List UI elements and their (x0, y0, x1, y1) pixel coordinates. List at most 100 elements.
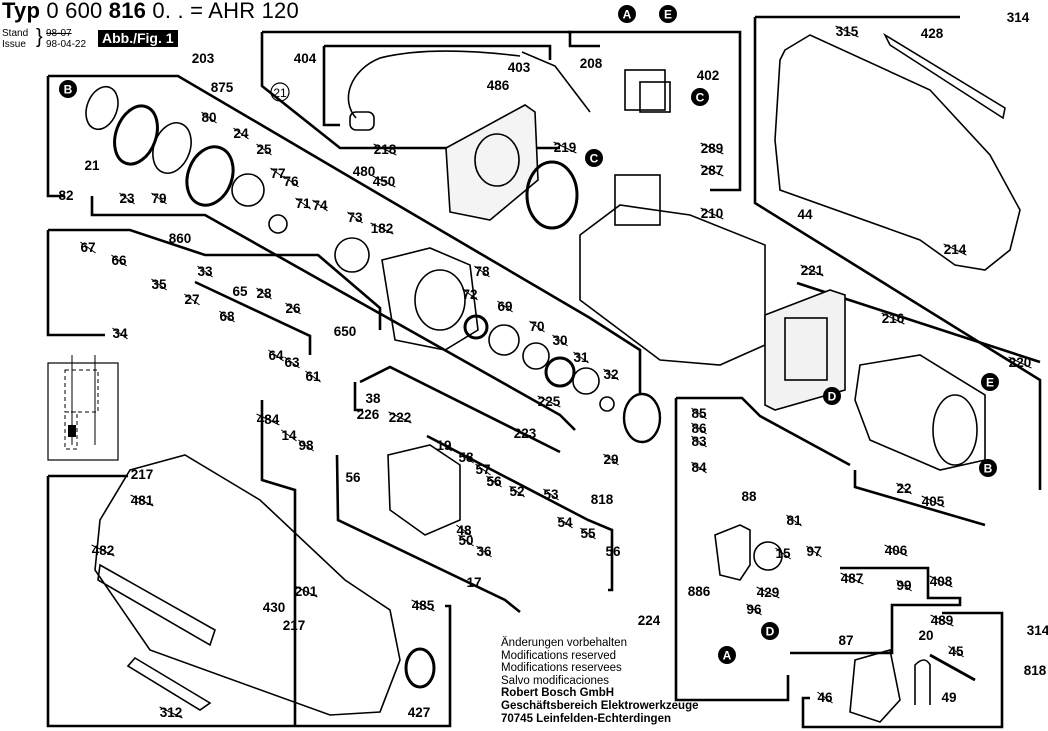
issue-label: Issue (2, 39, 26, 50)
strike-mark (80, 241, 96, 254)
strike-mark (948, 645, 964, 658)
svg-text:A: A (723, 649, 732, 663)
ring-219 (525, 160, 579, 230)
part-label-20: 20 (918, 628, 933, 643)
part-label-486: 486 (487, 78, 510, 93)
motor-end (932, 394, 978, 466)
strike-mark (603, 453, 619, 466)
strike-mark (219, 310, 235, 323)
part-label-427: 427 (408, 705, 431, 720)
seal-plate-218 (445, 104, 539, 221)
part-label-203: 203 (192, 51, 215, 66)
strike-mark (603, 368, 619, 381)
connector-D-motor: D (823, 387, 841, 405)
part-label-82: 82 (58, 188, 73, 203)
circled-label-ring (270, 82, 290, 102)
flange-73 (334, 237, 370, 273)
strike-mark (509, 485, 525, 498)
strike-mark (786, 514, 802, 527)
part-label-224: 224 (638, 613, 661, 628)
frame-inner-33 (194, 280, 312, 355)
frame-226-left (353, 382, 363, 412)
strike-mark (305, 370, 321, 383)
frame-switch (568, 30, 742, 192)
part-label-223: 223 (514, 426, 537, 441)
part-label-860: 860 (169, 231, 192, 246)
frame-818-b (335, 454, 521, 614)
svg-text:B: B (984, 462, 993, 476)
ring-224 (404, 647, 436, 689)
frame-404 (324, 44, 552, 60)
strike-mark (746, 603, 762, 616)
gear-77 (231, 173, 265, 207)
frame-886 (676, 396, 851, 467)
connector-badges: A E C C B D E B D A (59, 5, 999, 664)
svg-text:D: D (828, 390, 837, 404)
part-label-56: 56 (345, 470, 361, 485)
strike-mark (840, 572, 864, 585)
strike-mark (529, 320, 545, 333)
frame-886-left (674, 398, 790, 702)
strike-mark (884, 544, 908, 557)
frame-404-left (322, 46, 340, 127)
svg-text:B: B (64, 83, 73, 97)
issue-dates: 98-07 98-04-22 (46, 28, 86, 50)
frame-226 (359, 365, 561, 454)
part-label-217: 217 (283, 618, 306, 633)
strike-mark (817, 691, 833, 704)
svg-text:D: D (766, 625, 775, 639)
strike-mark (294, 585, 318, 598)
pump-housing (381, 247, 479, 351)
strike-mark (388, 411, 412, 424)
strike-mark (552, 334, 568, 347)
strike-mark (896, 579, 912, 592)
strike-mark (474, 265, 490, 278)
strike-mark (543, 488, 559, 501)
strike-mark (370, 222, 394, 235)
connector-C-switch: C (691, 88, 709, 106)
strike-mark (283, 175, 299, 188)
bearing-30 (544, 356, 576, 388)
part-label-21: 21 (273, 86, 287, 100)
ring-80 (185, 145, 235, 207)
frame-motor-b (853, 470, 986, 527)
brace-icon: } (36, 26, 43, 48)
plug (349, 111, 375, 131)
schematic-switch-area (64, 369, 99, 413)
connector-C-cable: C (585, 149, 603, 167)
strike-mark (700, 207, 724, 220)
strike-mark (256, 143, 272, 156)
svg-text:C: C (696, 91, 705, 105)
svg-text:E: E (986, 376, 994, 390)
strike-mark (775, 547, 791, 560)
label-428 (883, 32, 1006, 120)
part-label-480: 480 (353, 164, 376, 179)
parts-shapes (47, 32, 1021, 723)
strike-mark (497, 300, 513, 313)
strike-mark (233, 127, 249, 140)
cable-sleeve (521, 51, 591, 113)
strike-mark (151, 192, 167, 205)
frame-860 (48, 228, 382, 330)
strike-mark (580, 527, 596, 540)
part-label-217: 217 (131, 467, 154, 482)
connector-B-left: B (59, 80, 77, 98)
strike-mark (537, 395, 561, 408)
part-label-403: 403 (508, 60, 531, 75)
footer-notes: Änderungen vorbehalten Modifications res… (501, 637, 699, 725)
handle-shell (774, 34, 1021, 271)
strike-mark (553, 141, 577, 154)
part-label-430: 430 (263, 600, 286, 615)
strike-mark (458, 451, 474, 464)
note-fr: Modifications reservees (501, 662, 622, 675)
strike-mark (436, 439, 452, 452)
lower-housing (94, 454, 401, 716)
part-label-650: 650 (334, 324, 357, 339)
strike-mark (111, 254, 127, 267)
frame-203 (262, 30, 600, 48)
connector-A-switch: A (718, 646, 736, 664)
strike-mark (312, 199, 328, 212)
strike-mark (800, 264, 824, 277)
part-label-314: 314 (1007, 10, 1030, 25)
switch-402 (624, 69, 666, 111)
